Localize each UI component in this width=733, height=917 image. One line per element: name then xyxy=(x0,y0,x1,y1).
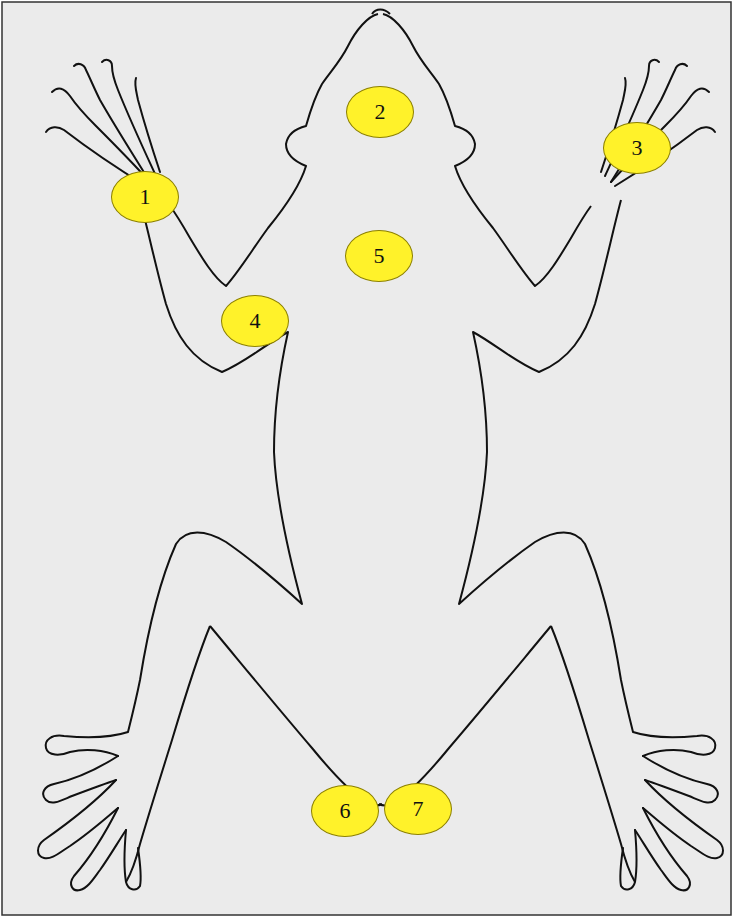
callout-number: 4 xyxy=(250,310,261,332)
callout-number: 2 xyxy=(375,101,386,123)
frog-right-half xyxy=(379,14,723,890)
snout-tip xyxy=(372,10,390,15)
callout-number: 6 xyxy=(340,800,351,822)
callout-circle: 7 xyxy=(384,783,452,835)
callout-circle: 4 xyxy=(221,295,289,347)
callout-number: 5 xyxy=(374,245,385,267)
callout-circle: 3 xyxy=(603,122,671,174)
callout-circle: 2 xyxy=(346,86,414,138)
callout-circle: 1 xyxy=(111,171,179,223)
callout-number: 3 xyxy=(632,137,643,159)
callout-circle: 5 xyxy=(345,230,413,282)
frog-left-half xyxy=(38,14,382,890)
callout-number: 7 xyxy=(413,798,424,820)
callout-number: 1 xyxy=(140,186,151,208)
callout-circle: 6 xyxy=(311,785,379,837)
